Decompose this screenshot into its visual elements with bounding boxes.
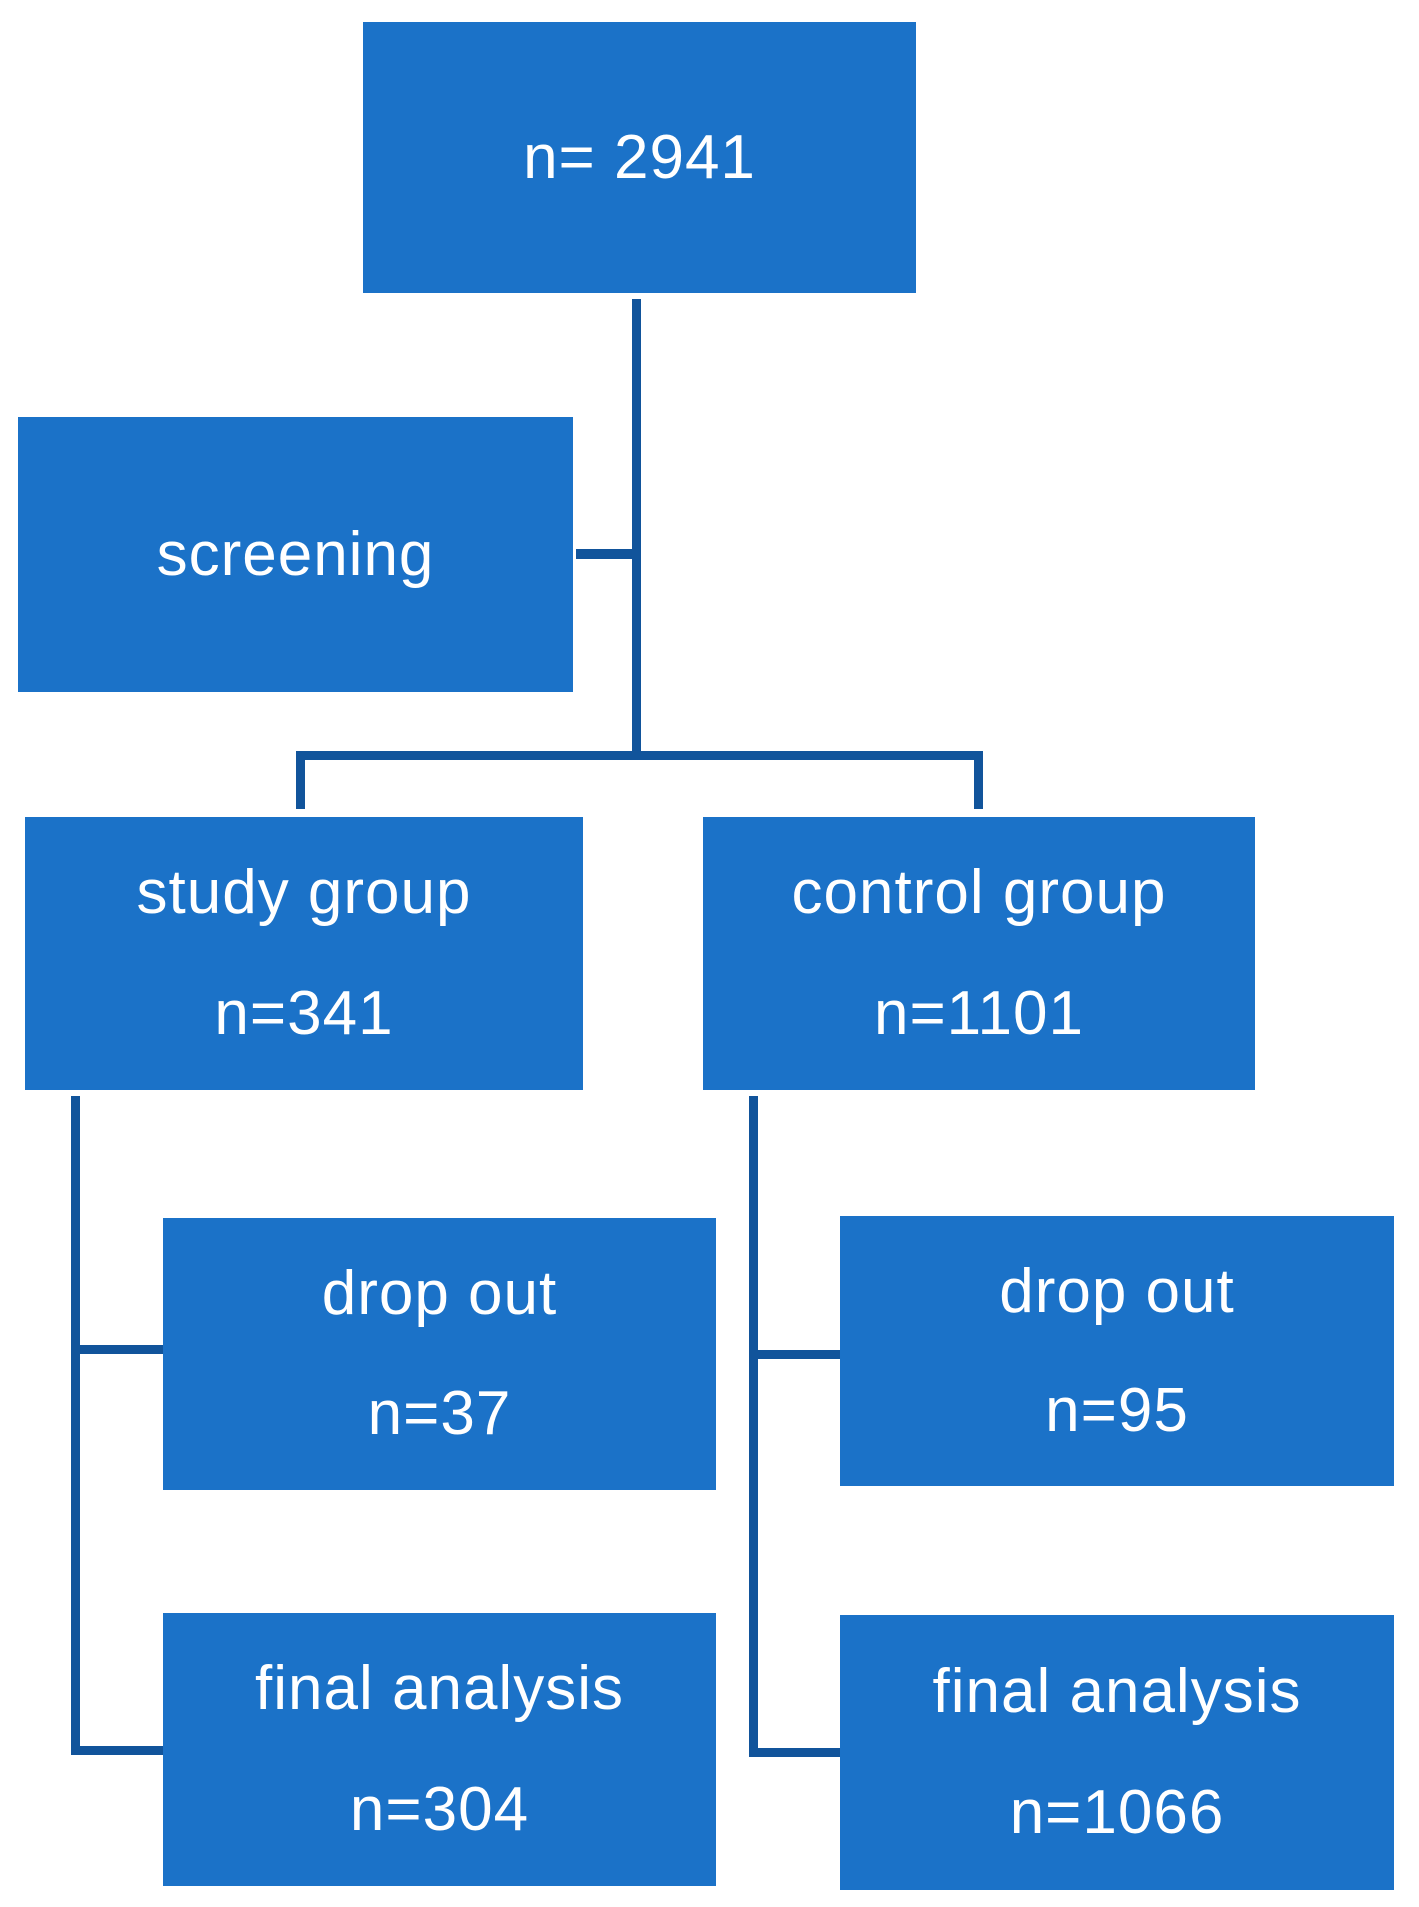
node-final-study-count: n=304 <box>349 1774 530 1844</box>
node-final-study: final analysis n=304 <box>163 1613 716 1886</box>
node-dropout-control-title: drop out <box>999 1256 1235 1326</box>
connector-branch-right-drop <box>974 751 983 809</box>
node-dropout-control-count: n=95 <box>1045 1375 1189 1445</box>
node-study-group-count: n=341 <box>214 978 394 1048</box>
node-dropout-study: drop out n=37 <box>163 1218 716 1490</box>
node-study-group-title: study group <box>136 858 472 928</box>
node-final-study-title: final analysis <box>255 1654 624 1724</box>
node-control-group-title: control group <box>791 858 1167 928</box>
node-dropout-study-title: drop out <box>321 1259 558 1328</box>
node-final-control: final analysis n=1066 <box>840 1615 1394 1890</box>
connector-top-vertical <box>632 299 641 760</box>
connector-right-final-stub <box>753 1748 840 1757</box>
connector-left-vertical <box>71 1096 80 1755</box>
node-screening: screening <box>18 417 573 692</box>
connector-left-final-stub <box>75 1746 163 1755</box>
node-dropout-control: drop out n=95 <box>840 1216 1394 1486</box>
connector-right-vertical <box>749 1096 758 1757</box>
node-total: n= 2941 <box>363 22 916 293</box>
node-final-control-count: n=1066 <box>1009 1778 1225 1848</box>
node-study-group: study group n=341 <box>25 817 583 1090</box>
connector-branch-left-drop <box>296 751 305 809</box>
connector-screening-stub <box>576 549 641 559</box>
node-dropout-study-count: n=37 <box>367 1379 512 1448</box>
connector-branch-bar <box>296 751 983 760</box>
connector-right-dropout-stub <box>753 1350 840 1359</box>
node-screening-label: screening <box>156 519 435 589</box>
node-final-control-title: final analysis <box>932 1656 1302 1726</box>
connector-left-dropout-stub <box>75 1345 163 1354</box>
node-control-group: control group n=1101 <box>703 817 1255 1090</box>
node-total-label: n= 2941 <box>523 122 756 192</box>
node-control-group-count: n=1101 <box>873 978 1084 1048</box>
